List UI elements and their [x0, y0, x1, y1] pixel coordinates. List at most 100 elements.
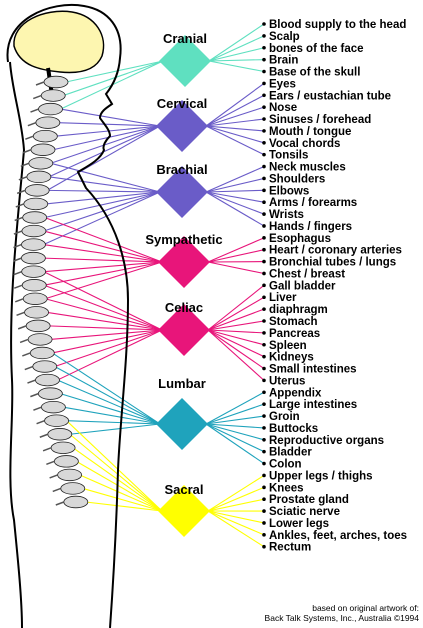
vertebra [22, 292, 48, 305]
organ-bullet [262, 461, 266, 466]
spine-to-sympathetic-line [43, 257, 163, 263]
celiac-to-gall-bladder-line [207, 284, 265, 331]
sacral-to-knees-line [207, 486, 265, 512]
organ-bullet [262, 69, 266, 74]
organ-kidneys: Kidneys [269, 352, 314, 364]
organ-bullet [262, 129, 266, 133]
organ-rectum: Rectum [269, 542, 311, 554]
sympathetic-to-heart-coronary-arteries-line [207, 249, 265, 263]
cranial-to-scalp-line [208, 35, 265, 62]
spine-to-lumbar-line [52, 352, 161, 425]
celiac-to-stomach-line [207, 320, 265, 331]
organ-bullet [262, 271, 266, 276]
organ-upper-legs-thighs: Upper legs / thighs [269, 470, 373, 482]
organ-bullet [262, 366, 266, 371]
spine-to-cervical-line [60, 108, 161, 127]
sacral-to-rectum-line [207, 510, 265, 548]
celiac-to-spleen-line [207, 329, 265, 346]
vertebra [21, 224, 47, 238]
organ-ankles-feet-arches-toes: Ankles, feet, arches, toes [269, 530, 407, 542]
organ-bullet [262, 307, 266, 311]
vertebra [23, 197, 49, 211]
spine-to-brachial-line [43, 191, 161, 246]
organ-bullet [262, 45, 266, 50]
spinous-process [16, 311, 25, 317]
celiac-diamond [158, 304, 210, 356]
spine-to-celiac-line [44, 284, 163, 331]
organ-brain: Brain [269, 55, 298, 67]
organ-spleen: Spleen [269, 340, 307, 352]
body-outline [6, 4, 130, 628]
vertebra [28, 157, 54, 170]
organ-large-intestines: Large intestines [269, 399, 357, 411]
organ-nose: Nose [269, 102, 297, 114]
vertebra [38, 102, 63, 116]
lumbar-to-buttocks-line [205, 423, 265, 429]
cranial-diamond [159, 35, 211, 87]
vertebra [43, 75, 69, 89]
organ-shoulders: Shoulders [269, 173, 325, 185]
spine-to-celiac-line [46, 311, 163, 331]
spine-to-sacral-line [69, 433, 163, 512]
spinous-process [42, 447, 52, 452]
spine-to-sympathetic-line [43, 230, 163, 263]
organ-wrists: Wrists [269, 209, 304, 221]
organ-bullet [262, 259, 266, 264]
spinous-process [30, 392, 39, 398]
spinous-process [30, 108, 39, 113]
lumbar-to-groin-line [205, 415, 265, 425]
spine [13, 75, 89, 509]
cranial-to-bones-of-the-face-line [208, 47, 265, 62]
spinous-process [13, 243, 22, 249]
spine-to-celiac-line [45, 298, 163, 331]
organ-colon: Colon [269, 459, 302, 471]
organ-bullet [262, 188, 266, 193]
spinous-process [14, 298, 24, 303]
spinous-process [32, 94, 42, 100]
lumbar-to-large-intestines-line [205, 403, 265, 425]
vertebra [29, 346, 55, 360]
sacral-diamond [158, 485, 210, 537]
spinous-process [39, 433, 49, 438]
organ-bullet [262, 34, 266, 38]
sacral-to-upper-legs-thighs-line [207, 474, 265, 512]
brachial-to-hands-fingers-line [205, 191, 265, 227]
organ-bullet [262, 57, 266, 62]
brain-shape [13, 10, 105, 74]
organ-diaphragm: diaphragm [269, 304, 328, 316]
brachial-to-wrists-line [205, 191, 265, 215]
cranial-to-blood-supply-to-the-head-line [208, 23, 265, 62]
organ-bullet [262, 93, 266, 98]
organ-bullet [262, 438, 266, 442]
organ-bullet [262, 449, 266, 454]
organ-bullet [262, 378, 266, 383]
spine-to-sacral-line [79, 474, 163, 512]
organ-knees: Knees [269, 482, 304, 494]
spine-to-cervical-line [57, 122, 161, 127]
spinous-process [25, 135, 34, 140]
organ-scalp: Scalp [269, 31, 300, 43]
spine-to-sacral-line [76, 460, 163, 512]
sympathetic-to-esophagus-line [207, 237, 265, 263]
spine-to-brachial-line [44, 191, 161, 219]
brachial-diamond [156, 166, 208, 218]
spine-to-brachial-line [47, 189, 161, 193]
organ-vocal-chords: Vocal chords [269, 138, 340, 150]
spine-to-sympathetic-line [43, 244, 163, 263]
vertebra [25, 319, 51, 333]
cervical-to-tonsils-line [205, 125, 265, 156]
spinous-process [49, 474, 58, 479]
organ-bullet [262, 485, 266, 490]
vertebra [41, 400, 66, 414]
organ-bullet [262, 414, 266, 418]
spinous-process [27, 121, 37, 127]
sacral-to-ankles-feet-arches-toes-line [207, 510, 265, 536]
spinous-process [13, 257, 22, 262]
region-diamonds: CranialCervicalBrachialSympatheticCeliac… [145, 31, 223, 537]
celiac-to-kidneys-line [207, 329, 265, 358]
brachial-to-elbows-line [205, 189, 265, 193]
spine-to-cervical-line [50, 125, 161, 164]
spine-to-sympathetic-line [45, 261, 163, 300]
organ-bullet [262, 390, 266, 395]
organ-elbows: Elbows [269, 185, 309, 197]
